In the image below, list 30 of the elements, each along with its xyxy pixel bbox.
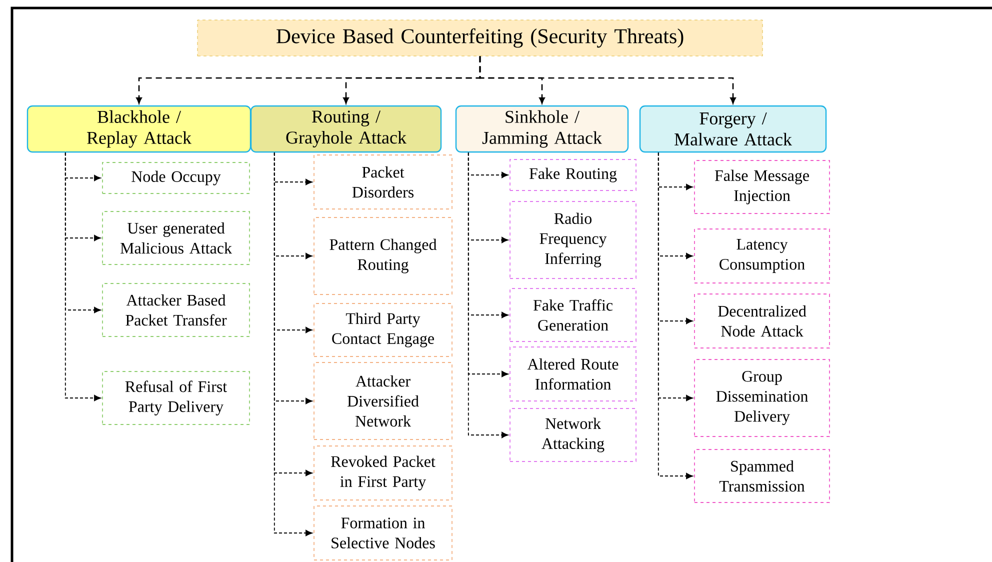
arrow	[479, 56, 736, 104]
threat-box: Revoked Packet in First Party	[314, 446, 452, 500]
category-box: Blackhole / Replay Attack	[26, 105, 252, 153]
threat-box: Node Occupy	[102, 162, 250, 194]
threat-box: Fake Routing	[510, 159, 636, 191]
title-box: Device Based Counterfeiting (Security Threats)	[197, 20, 763, 56]
arrow	[468, 152, 508, 438]
threat-box: Refusal of First Party Delivery	[102, 371, 250, 425]
threat-box: Altered Route Information	[510, 346, 636, 402]
category-box: Routing / Grayhole Attack	[250, 105, 442, 153]
threat-box: False Message Injection	[694, 160, 830, 214]
threat-box: Third Party Contact Engage	[314, 303, 452, 357]
threat-box: Network Attacking	[510, 408, 636, 462]
threat-box: Decentralized Node Attack	[694, 294, 830, 348]
threat-box: Attacker Based Packet Transfer	[102, 283, 250, 337]
threat-box: User generated Malicious Attack	[102, 211, 250, 265]
arrow	[64, 152, 101, 402]
threat-box: Radio Frequency Inferring	[510, 201, 636, 279]
threat-box: Group Dissemination Delivery	[694, 359, 830, 437]
arrow	[658, 152, 693, 480]
threat-box: Spammed Transmission	[694, 449, 830, 503]
category-box: Sinkhole / Jamming Attack	[455, 105, 629, 153]
threat-box: Formation in Selective Nodes	[314, 506, 452, 560]
threat-box: Attacker Diversified Network	[314, 362, 452, 440]
threat-box: Pattern Changed Routing	[314, 217, 452, 295]
threat-box: Latency Consumption	[694, 228, 830, 284]
threat-box: Fake Traffic Generation	[510, 288, 636, 342]
category-box: Forgery / Malware Attack	[639, 105, 827, 153]
threat-box: Packet Disorders	[314, 154, 452, 210]
arrow	[274, 152, 312, 536]
